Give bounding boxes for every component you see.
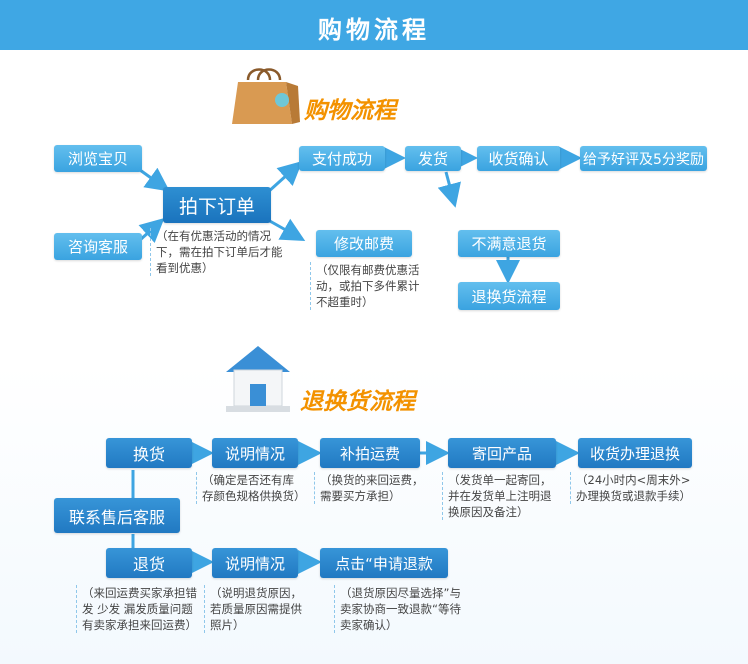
exchange-button[interactable]: 换货 xyxy=(106,438,192,468)
explain-exchange-note: （确定是否还有库存颜色规格供换货） xyxy=(196,472,306,504)
refund-note: （来回运费买家承担错发 少发 漏发质量问题有卖家承担来回运费） xyxy=(76,585,200,633)
receive-process-note: （24小时内<周末外>办理换货或退款手续） xyxy=(570,472,700,504)
confirm-receipt-step[interactable]: 收货确认 xyxy=(477,146,560,171)
explain-refund-step[interactable]: 说明情况 xyxy=(212,548,298,578)
apply-refund-step[interactable]: 点击“申请退款 xyxy=(320,548,448,578)
browse-items-button[interactable]: 浏览宝贝 xyxy=(54,145,142,172)
positive-review-step[interactable]: 给予好评及5分奖励 xyxy=(580,146,707,171)
header-bar: 购物流程 xyxy=(0,0,748,50)
contact-aftersales-button[interactable]: 联系售后客服 xyxy=(54,498,180,533)
return-flow-link[interactable]: 退换货流程 xyxy=(458,282,560,310)
repay-shipping-step[interactable]: 补拍运费 xyxy=(320,438,420,468)
return-flow-title: 退换货流程 xyxy=(300,389,415,415)
receive-process-step[interactable]: 收货办理退换 xyxy=(578,438,692,468)
place-order-button[interactable]: 拍下订单 xyxy=(163,187,271,223)
explain-exchange-step[interactable]: 说明情况 xyxy=(212,438,298,468)
send-back-note: （发货单一起寄回，并在发货单上注明退换原因及备注） xyxy=(442,472,560,520)
modify-shipping-fee-button[interactable]: 修改邮费 xyxy=(316,230,412,257)
shopping-flow-title: 购物流程 xyxy=(304,98,396,124)
header-title: 购物流程 xyxy=(318,16,430,44)
place-order-note: （在有优惠活动的情况下，需在拍下订单后才能看到优惠） xyxy=(150,228,290,276)
repay-shipping-note: （换货的来回运费，需要买方承担） xyxy=(314,472,428,504)
refund-button[interactable]: 退货 xyxy=(106,548,192,578)
unsatisfied-return-button[interactable]: 不满意退货 xyxy=(458,230,560,257)
send-back-step[interactable]: 寄回产品 xyxy=(448,438,556,468)
explain-refund-note: （说明退货原因，若质量原因需提供照片） xyxy=(204,585,312,633)
modify-shipping-note: （仅限有邮费优惠活动，或拍下多件累计不超重时） xyxy=(310,262,428,310)
shipping-step[interactable]: 发货 xyxy=(405,146,461,171)
apply-refund-note: （退货原因尽量选择”与卖家协商一致退款“等待卖家确认） xyxy=(334,585,464,633)
consult-service-button[interactable]: 咨询客服 xyxy=(54,233,142,260)
payment-success-step[interactable]: 支付成功 xyxy=(299,146,385,171)
